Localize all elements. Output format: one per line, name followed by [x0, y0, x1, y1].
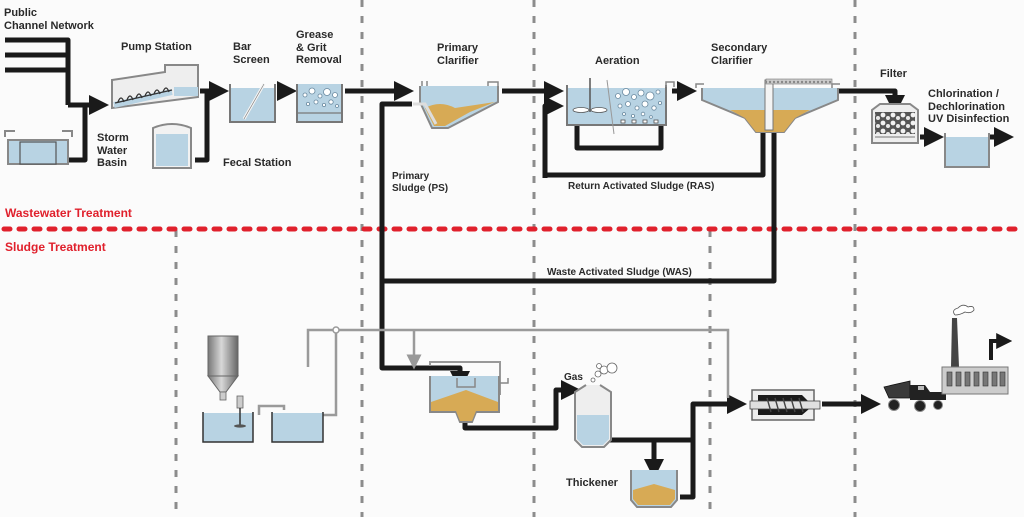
label-filter: Filter — [880, 68, 907, 80]
bar-screen-icon — [229, 83, 276, 123]
disinfection-tank-icon — [944, 133, 990, 168]
ras-pipe — [542, 96, 564, 178]
pump-station-icon — [111, 64, 199, 110]
channel-pipe — [5, 37, 71, 105]
section-label-wastewater: Wastewater Treatment — [5, 206, 132, 220]
label-public-channel: Public Channel Network — [4, 7, 94, 32]
screw-press-icon — [749, 389, 821, 421]
label-gas: Gas — [564, 372, 583, 383]
sludge-settler-icon — [429, 361, 509, 423]
label-bar-screen: Bar Screen — [233, 41, 270, 66]
label-primary-sludge: Primary Sludge (PS) — [392, 171, 449, 194]
pipe-secondary-to-filter — [838, 88, 905, 115]
storm-water-basin-icon — [4, 130, 73, 165]
ras-pipe — [545, 128, 766, 178]
aeration-tank-icon — [566, 78, 675, 135]
label-grease-grit: Grease & Grit Removal — [296, 29, 342, 66]
factory-icon — [941, 304, 1013, 395]
storm-pipe — [62, 105, 88, 163]
label-ras: Return Activated Sludge (RAS) — [568, 181, 715, 192]
ps-pipe — [379, 101, 470, 391]
label-was: Waste Activated Sludge (WAS) — [547, 267, 692, 278]
label-fecal-station: Fecal Station — [223, 157, 292, 169]
storage-tank-icon — [271, 410, 324, 443]
label-thickener: Thickener — [566, 477, 618, 489]
label-secondary-clarifier: Secondary Clarifier — [711, 42, 768, 67]
label-pump-station: Pump Station — [121, 41, 192, 53]
fecal-station-icon — [152, 123, 192, 169]
label-aeration: Aeration — [595, 55, 640, 67]
section-label-sludge: Sludge Treatment — [5, 240, 106, 254]
stage-dividers — [174, 0, 857, 517]
label-chlorination: Chlorination / Dechlorination UV Disinfe… — [928, 88, 1010, 125]
aeration-recycle — [567, 108, 664, 151]
dump-truck-icon — [883, 380, 946, 412]
thickener-icon — [630, 470, 678, 508]
was-pipe — [382, 128, 777, 284]
fecal-pipe — [195, 91, 210, 163]
sand-filter-icon — [871, 103, 919, 144]
thickener-return — [680, 440, 696, 500]
mixing-tank-icon — [202, 395, 254, 443]
grit-tank-icon — [296, 84, 343, 123]
primary-clarifier-icon — [413, 81, 499, 129]
label-primary-clarifier: Primary Clarifier — [437, 42, 479, 67]
polymer-silo-icon — [207, 335, 239, 401]
label-storm-water: Storm Water Basin — [97, 132, 129, 169]
secondary-clarifier-icon — [695, 78, 840, 133]
digester-icon — [574, 362, 618, 448]
main-flow-pipes — [5, 37, 1014, 500]
digester-to-press — [610, 394, 747, 443]
